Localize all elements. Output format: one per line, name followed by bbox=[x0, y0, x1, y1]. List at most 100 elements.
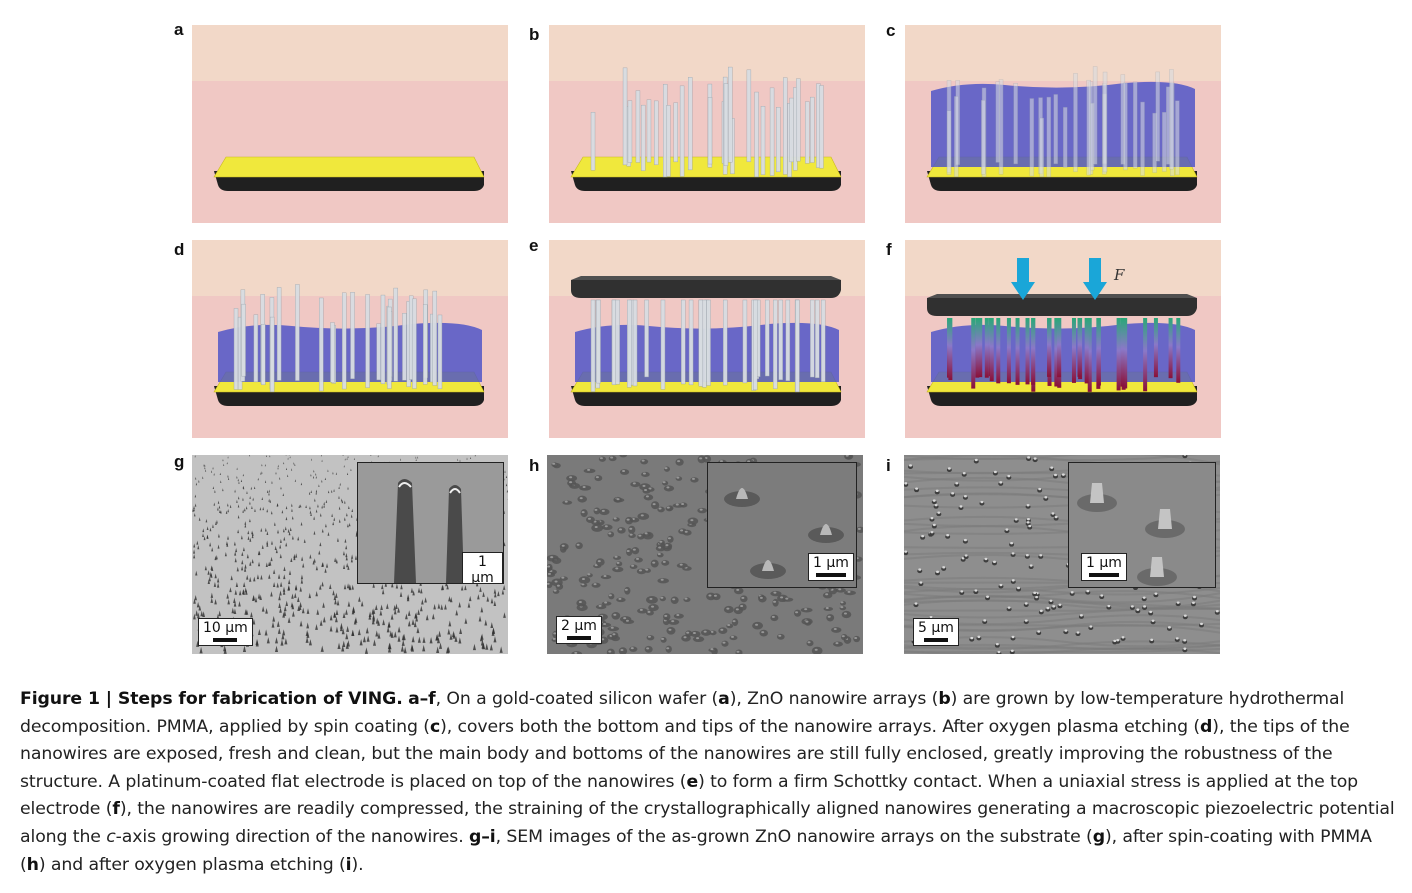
sem-nanowire-spike bbox=[266, 508, 269, 513]
sem-nanowire-spike bbox=[436, 646, 440, 654]
sem-nanowire-spike bbox=[247, 530, 250, 535]
caption-text: ) to form a firm Schottky contact. When … bbox=[20, 771, 1359, 820]
zno-nanowire bbox=[789, 97, 794, 163]
sem-nanowire-spike bbox=[325, 499, 328, 503]
caption-text: -axis growing direction of the nanowires… bbox=[115, 826, 469, 847]
sem-bump-highlight bbox=[587, 468, 591, 471]
zno-nanowire bbox=[810, 96, 815, 163]
sem-bump-highlight bbox=[719, 460, 723, 463]
sem-bump-highlight bbox=[840, 606, 844, 609]
sem-tip-highlight bbox=[1070, 591, 1074, 594]
sem-bump-highlight bbox=[771, 615, 775, 618]
sem-nanowire-spike bbox=[415, 456, 417, 459]
sem-bump-highlight bbox=[691, 477, 695, 480]
sem-nanowire-spike bbox=[505, 475, 508, 479]
sem-bump bbox=[630, 481, 641, 488]
sem-tip-highlight bbox=[960, 590, 964, 593]
sem-nanowire-spike bbox=[386, 626, 390, 633]
sem-nanowire-spike bbox=[237, 478, 239, 482]
sem-tip-highlight bbox=[1151, 619, 1155, 622]
sem-bump-highlight bbox=[659, 540, 663, 543]
sem-bump-highlight bbox=[582, 485, 586, 488]
sem-bump bbox=[643, 494, 654, 501]
sem-nanowire-spike bbox=[320, 455, 322, 457]
compressed-nanowire bbox=[1087, 318, 1092, 392]
zno-nanowire bbox=[776, 107, 781, 173]
sem-tip-highlight bbox=[1026, 521, 1030, 524]
platinum-electrode bbox=[571, 280, 841, 298]
sem-nanowire-spike bbox=[208, 576, 211, 582]
sem-nanowire-spike bbox=[212, 466, 214, 470]
zno-nanowire bbox=[995, 81, 1001, 163]
sem-nanowire-spike bbox=[219, 509, 221, 514]
zno-nanowire bbox=[393, 287, 398, 382]
sem-nanowire-spike bbox=[289, 456, 291, 459]
sem-nanowire-spike bbox=[448, 620, 452, 627]
sem-nanowire-spike bbox=[313, 516, 315, 520]
sem-nanowire-spike bbox=[464, 617, 468, 624]
sem-nanowire-spike bbox=[334, 599, 337, 605]
scalebar-g-label: 10 µm bbox=[203, 620, 248, 636]
zno-nanowire bbox=[611, 299, 617, 385]
sem-bump-highlight bbox=[681, 503, 685, 506]
sem-nanowire-spike bbox=[212, 486, 215, 490]
sem-bump bbox=[659, 596, 666, 602]
sem-nanowire-spike bbox=[262, 506, 264, 511]
sem-nanowire-spike bbox=[237, 514, 240, 519]
sem-nanowire-spike bbox=[321, 581, 324, 587]
sem-bump-highlight bbox=[613, 517, 617, 520]
sem-bump-highlight bbox=[708, 594, 712, 597]
sem-bump bbox=[676, 563, 688, 569]
sem-nanowire-spike bbox=[417, 636, 421, 643]
sem-nanowire-spike bbox=[315, 489, 318, 493]
sem-nanowire-spike bbox=[213, 472, 215, 476]
sem-nanowire-spike bbox=[244, 563, 247, 569]
sem-nanowire-spike bbox=[218, 610, 222, 617]
sem-nanowire-spike bbox=[270, 591, 273, 597]
sem-nanowire-spike bbox=[338, 495, 340, 499]
sem-tip-highlight bbox=[918, 568, 922, 571]
sem-nanowire-spike bbox=[350, 557, 353, 563]
sem-nanowire-spike bbox=[315, 565, 318, 571]
sem-nanowire-spike bbox=[322, 616, 326, 623]
sem-nanowire-spike bbox=[380, 604, 383, 611]
sem-tip-highlight bbox=[1199, 622, 1203, 626]
sem-bump-highlight bbox=[624, 588, 628, 591]
sem-nanowire-spike bbox=[375, 617, 379, 624]
sem-nanowire-spike bbox=[283, 461, 285, 465]
sem-tip-highlight bbox=[929, 615, 933, 619]
sem-nanowire-spike bbox=[204, 565, 207, 571]
sem-bump bbox=[740, 595, 748, 603]
sem-nanowire-spike bbox=[338, 506, 341, 510]
sem-nanowire-spike bbox=[381, 584, 384, 590]
sem-nanowire-spike bbox=[346, 640, 350, 647]
sem-bump-highlight bbox=[641, 459, 645, 462]
sem-tip-highlight bbox=[1136, 608, 1140, 611]
sem-tip-highlight bbox=[1007, 474, 1011, 478]
sem-bump bbox=[758, 595, 767, 603]
sem-tip-highlight bbox=[1100, 594, 1104, 597]
sem-nanowire-spike bbox=[387, 642, 391, 650]
sem-nanowire-spike bbox=[233, 608, 237, 615]
sem-nanowire-spike bbox=[310, 512, 312, 517]
sem-tip-highlight bbox=[1026, 504, 1030, 507]
sem-bump-highlight bbox=[732, 620, 736, 623]
sem-nanowire-spike bbox=[217, 544, 220, 549]
sem-bump bbox=[666, 626, 676, 635]
sem-bump-highlight bbox=[561, 576, 565, 579]
zno-nanowire bbox=[746, 69, 752, 162]
force-arrow-shaft bbox=[1089, 258, 1101, 282]
sem-bump-highlight bbox=[692, 631, 696, 634]
zno-nanowire bbox=[402, 313, 407, 381]
sem-bump-highlight bbox=[608, 650, 612, 653]
sem-bump bbox=[646, 595, 658, 604]
sem-nanowire-spike bbox=[220, 510, 222, 514]
sem-bump-highlight bbox=[603, 574, 607, 577]
zno-nanowire bbox=[1092, 66, 1098, 165]
compressed-nanowire bbox=[996, 318, 1001, 384]
sem-bump bbox=[682, 529, 692, 536]
sem-bump-highlight bbox=[684, 530, 688, 533]
sem-bump-highlight bbox=[720, 628, 724, 631]
sem-nanowire-spike bbox=[360, 600, 364, 607]
sem-bump-highlight bbox=[703, 630, 707, 633]
